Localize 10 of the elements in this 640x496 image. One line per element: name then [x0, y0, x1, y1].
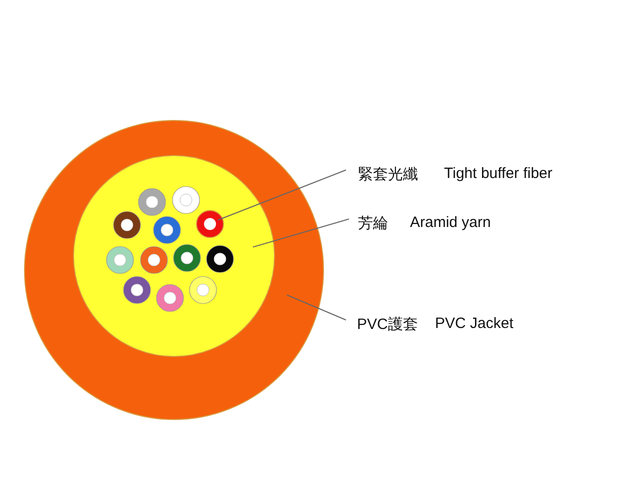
chinese-part-label: 芳綸: [358, 214, 388, 233]
leader-line: [286, 294, 346, 320]
chinese-part-label: PVC護套: [357, 315, 418, 334]
english-part-label: Aramid yarn: [410, 214, 491, 231]
leader-line: [218, 170, 346, 220]
leader-line: [252, 218, 350, 248]
chinese-part-label: 緊套光纖: [358, 165, 418, 184]
optical-fiber: [196, 210, 224, 238]
english-part-label: PVC Jacket: [435, 315, 514, 332]
english-part-label: Tight buffer fiber: [444, 165, 552, 182]
